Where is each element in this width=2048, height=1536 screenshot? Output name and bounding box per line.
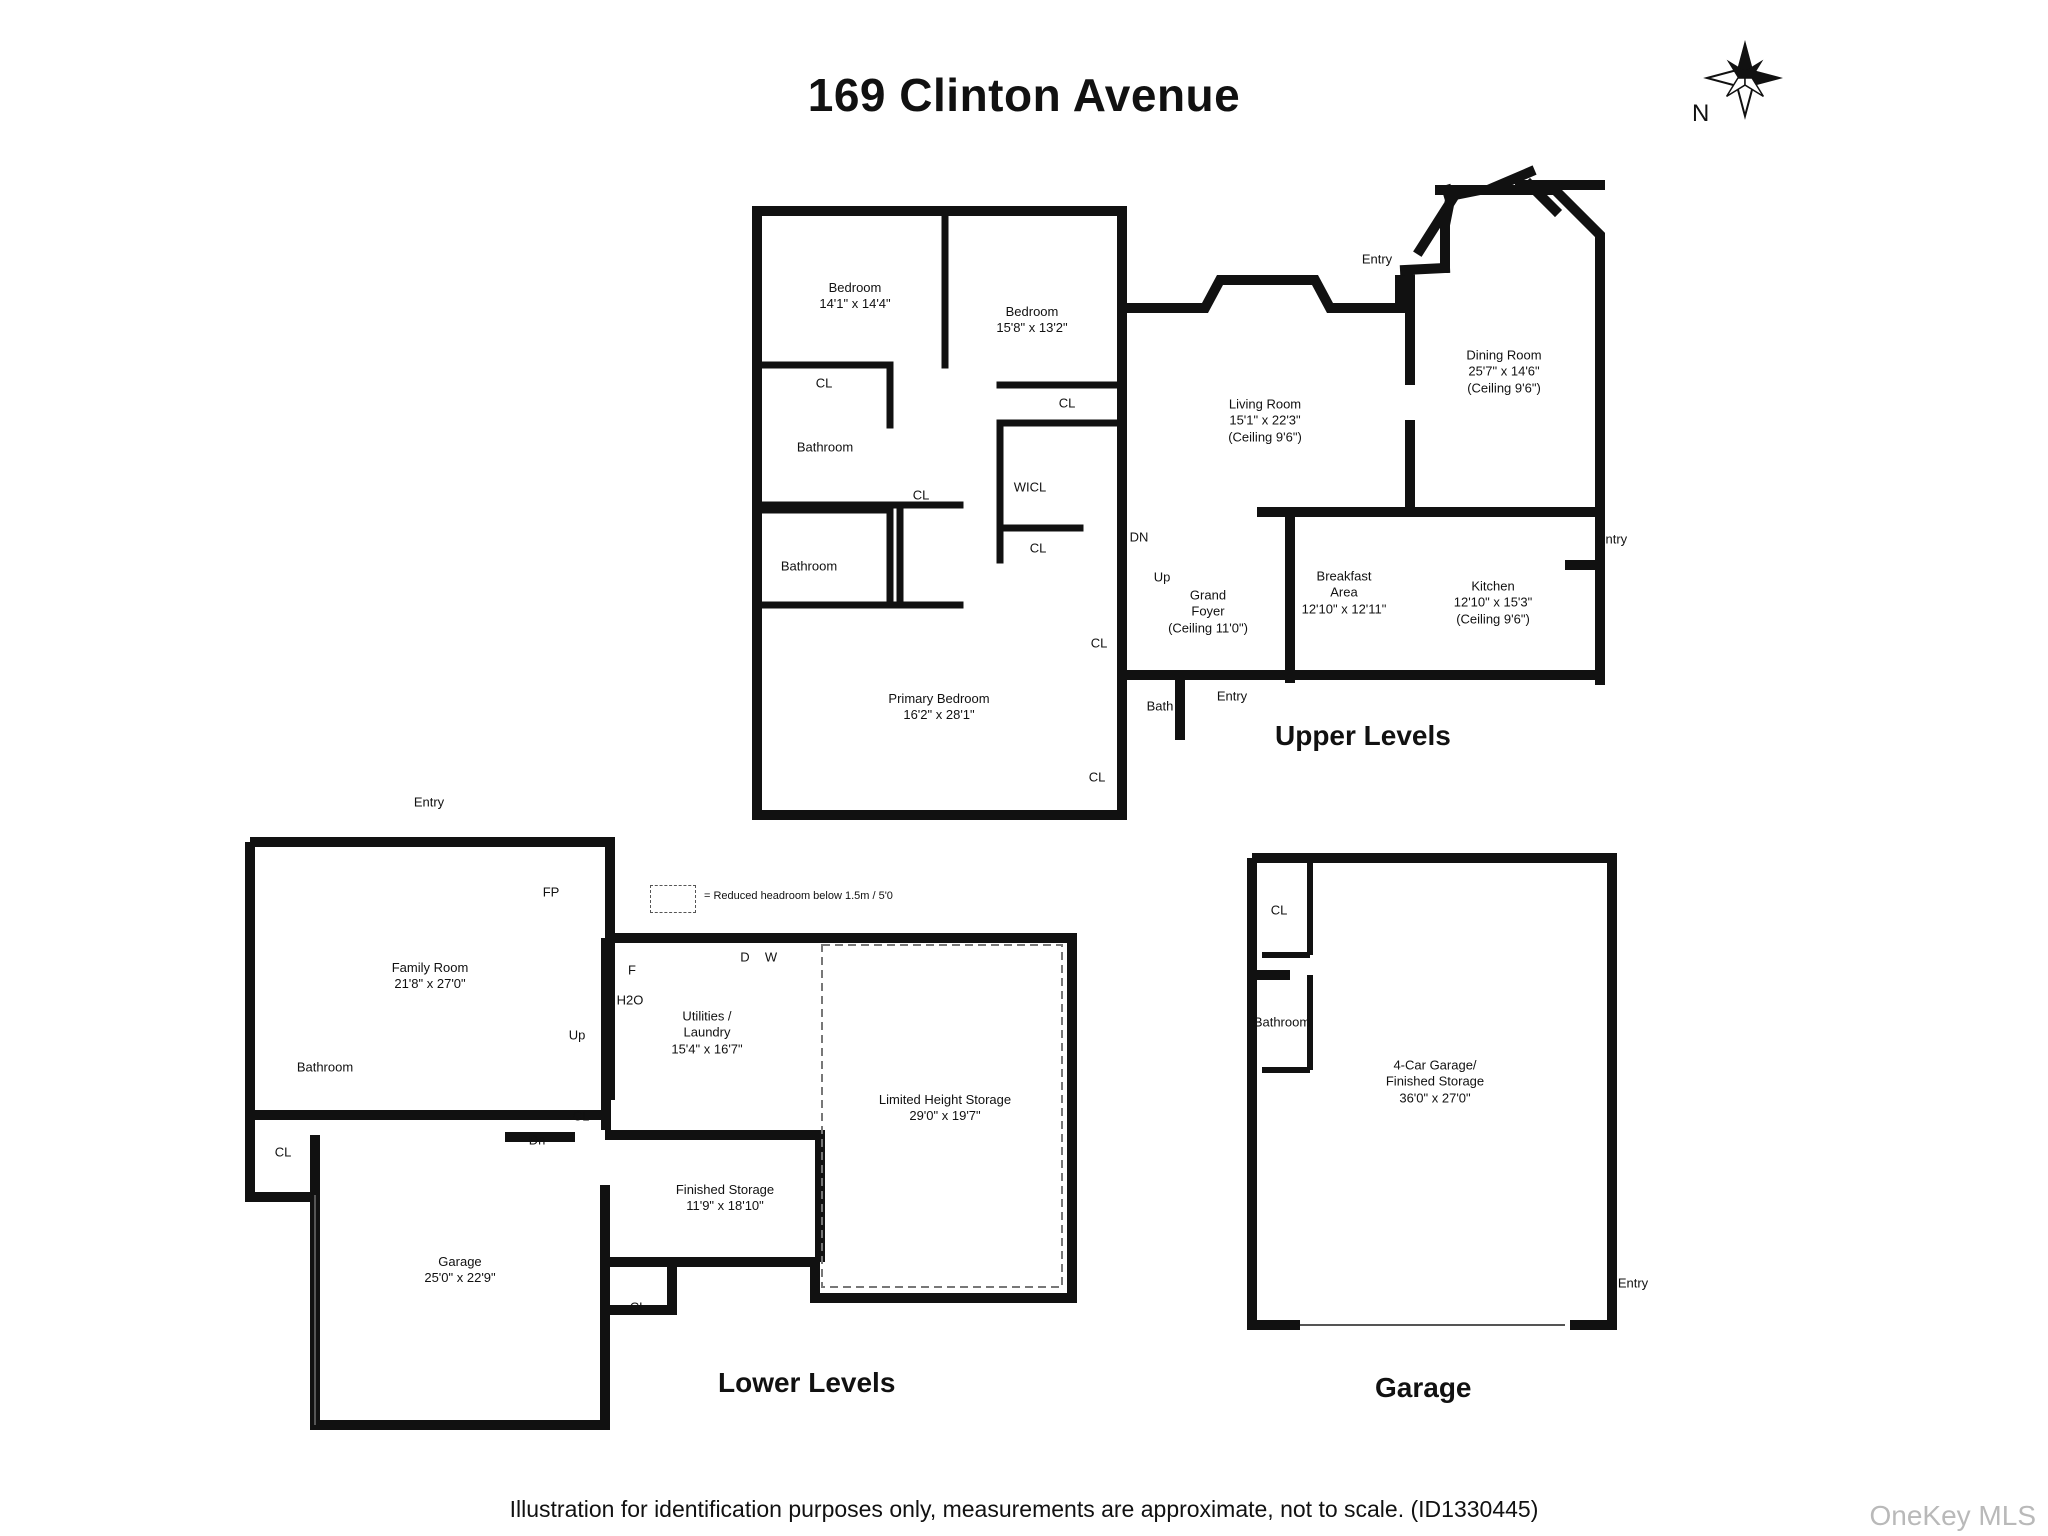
section-upper-levels: Upper Levels (1275, 720, 1451, 751)
label-stairs-dn-lower: Dn (528, 1132, 546, 1148)
compass-rose (1703, 40, 1783, 120)
upper-dining-walls (1399, 165, 1605, 520)
section-garage: Garage (1375, 1372, 1472, 1403)
label-entry-family: Entry (413, 794, 445, 810)
garage4-interior-walls (1262, 858, 1313, 1073)
label-stairs-up-lower: Up (568, 1027, 586, 1043)
label-wicl: WICL (1013, 479, 1047, 495)
legend-dashed-swatch (650, 885, 696, 913)
label-bathroom-garage: Bathroom (1253, 1014, 1311, 1030)
garage4-walls (1247, 853, 1617, 1330)
label-entry-garage: Entry (1617, 1275, 1649, 1291)
label-bathroom-upper-2: Bathroom (780, 558, 838, 574)
compass-north-label: N (1692, 100, 1710, 127)
label-dryer: D (740, 949, 750, 965)
upper-living-walls (1117, 275, 1415, 313)
label-closet-hall: CL (912, 487, 930, 503)
label-entry-kitchen: Entry (1596, 531, 1628, 547)
label-closet-bed1: CL (815, 375, 833, 391)
label-bathroom-lower: Bathroom (296, 1059, 354, 1075)
disclaimer: Illustration for identification purposes… (509, 1496, 1539, 1522)
label-fireplace: FP (542, 884, 560, 900)
label-stairs-up: Up (1153, 569, 1171, 585)
label-closet-bed2: CL (1058, 395, 1076, 411)
label-bath-primary: Bath (1146, 698, 1174, 714)
label-closet-primary-2: CL (1088, 769, 1106, 785)
label-stairs-dn: DN (1129, 529, 1149, 545)
label-entry-dining: Entry (1361, 251, 1393, 267)
upper-interior-walls (753, 207, 1126, 609)
upper-foyer-walls (1117, 500, 1235, 740)
lower-utilities-walls (601, 933, 1077, 1303)
limited-height-dashed-outline (821, 944, 1063, 1288)
section-lower-levels: Lower Levels (718, 1367, 896, 1398)
label-bathroom-upper-1: Bathroom (796, 439, 854, 455)
label-closet-wicl: CL (1029, 540, 1047, 556)
watermark: OneKey MLS (1869, 1500, 2036, 1531)
label-entry-foyer: Entry (1216, 688, 1248, 704)
label-closet-lower-2: CL (572, 1108, 590, 1124)
label-closet-lower-3: CL (629, 1299, 647, 1315)
label-closet-primary-1: CL (1090, 635, 1108, 651)
page-title: 169 Clinton Avenue (807, 69, 1241, 121)
label-closet-lower-1: CL (274, 1144, 292, 1160)
lower-finished-walls (600, 1130, 825, 1315)
label-water-heater: H2O (616, 992, 644, 1008)
upper-kitchen-walls (1135, 507, 1605, 685)
label-washer: W (764, 949, 778, 965)
label-furnace: F (628, 962, 636, 978)
legend-text: = Reduced headroom below 1.5m / 5'0 (704, 890, 893, 902)
label-closet-garage: CL (1270, 902, 1288, 918)
